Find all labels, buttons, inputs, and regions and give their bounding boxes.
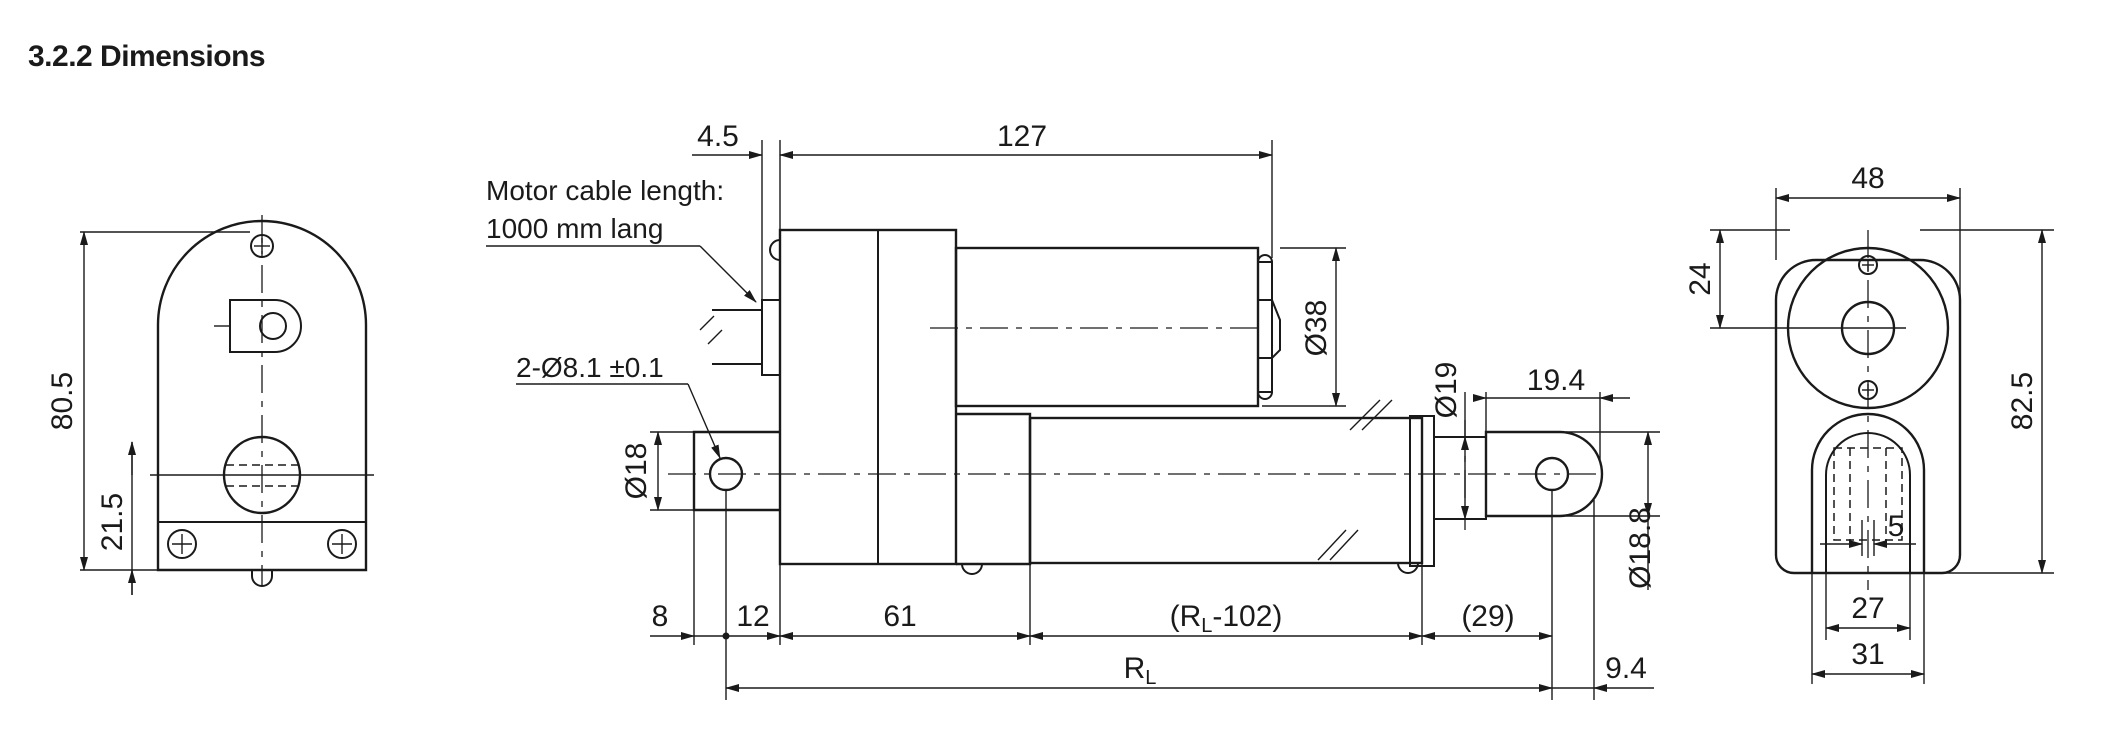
dim-motor-length: 127 <box>997 120 1047 153</box>
break-mark <box>1317 399 1393 561</box>
dim-top-offset: 24 <box>1684 262 1717 295</box>
dim-29: (29) <box>1461 600 1514 633</box>
dim-outer-width: 31 <box>1851 638 1884 671</box>
right-end-view: 48 24 82.5 5 27 31 <box>1684 162 2054 684</box>
dim-inner-width: 27 <box>1851 592 1884 625</box>
cable-note-line1: Motor cable length: <box>486 175 724 206</box>
dim-rod-dia: Ø19 <box>1430 362 1463 419</box>
section-heading: 3.2.2 Dimensions <box>28 40 266 73</box>
clevis <box>1810 412 1926 572</box>
side-view: 4.5 127 Motor cable length: 1000 mm lang… <box>486 120 1660 700</box>
cable-note-line2: 1000 mm lang <box>486 213 663 244</box>
rod-eye <box>1484 430 1604 518</box>
rear-mount <box>692 430 780 512</box>
motor-body <box>954 246 1260 408</box>
dim-eye-width: 19.4 <box>1527 364 1585 397</box>
left-housing-outline <box>156 219 368 572</box>
screw-icon <box>167 529 197 559</box>
shaft-key <box>229 299 302 353</box>
dim-9-4: 9.4 <box>1605 652 1647 685</box>
right-housing-outline <box>1774 258 1962 575</box>
dim-retracted-length: RL <box>1124 652 1157 689</box>
gear-housing <box>778 228 958 566</box>
spindle-tube <box>1028 416 1424 565</box>
piston-rod <box>1433 436 1487 520</box>
left-end-view: 80.5 21.5 <box>46 215 374 595</box>
dim-flange: 4.5 <box>697 120 739 153</box>
dim-mount-dia: Ø18 <box>620 443 653 500</box>
mount-hole-label: 2-Ø8.1 ±0.1 <box>516 352 664 383</box>
dim-61: 61 <box>883 600 916 633</box>
dim-hole-height: 21.5 <box>96 493 129 551</box>
dim-12: 12 <box>736 600 769 633</box>
dim-motor-dia: Ø38 <box>1300 300 1333 357</box>
dim-stroke: (RL-102) <box>1170 600 1283 637</box>
screw-icon <box>327 529 357 559</box>
dim-right-width: 48 <box>1851 162 1884 195</box>
cable-entry <box>761 299 780 376</box>
dim-eye-dia: Ø18.8 <box>1624 507 1657 589</box>
dim-slot: 5 <box>1888 510 1905 543</box>
dim-right-height: 82.5 <box>2006 372 2039 430</box>
dim-height-left: 80.5 <box>46 372 79 430</box>
dim-8: 8 <box>652 600 669 633</box>
